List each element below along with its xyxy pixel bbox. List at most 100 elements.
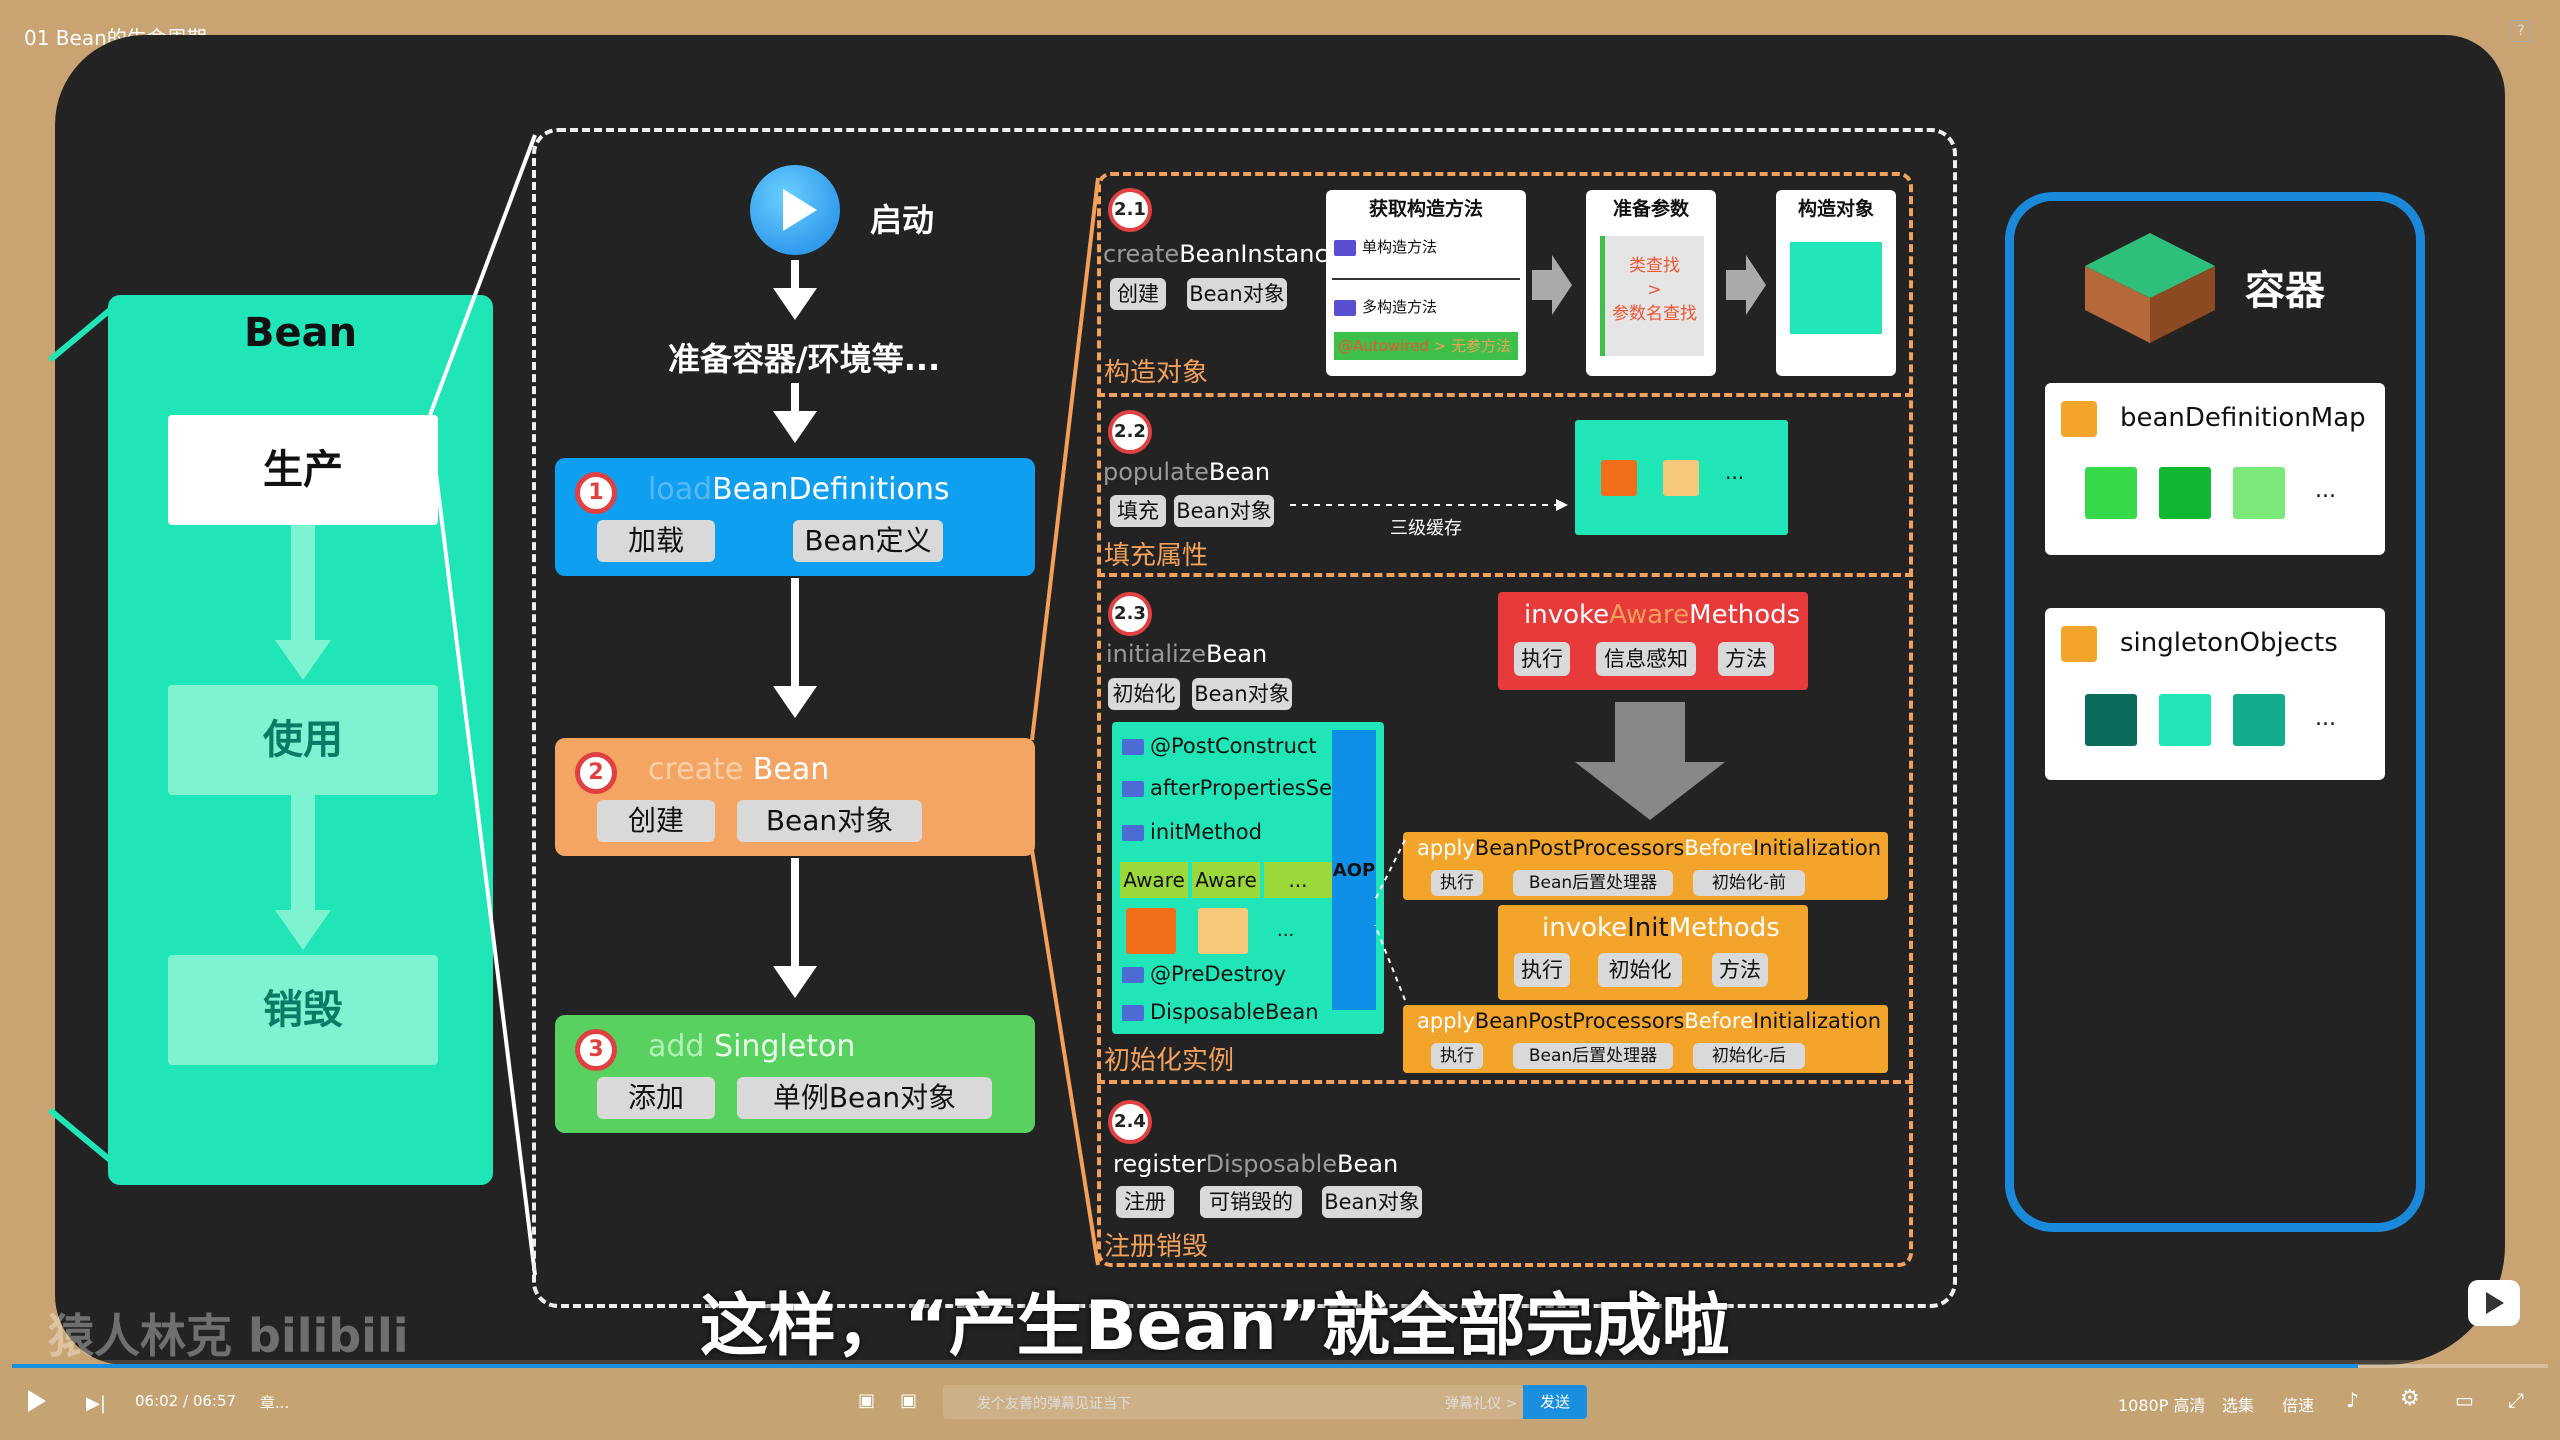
- danmaku-placeholder: 发个友善的弹幕见证当下: [977, 1396, 1131, 1412]
- section-caption: 注册销毁: [1104, 1232, 1209, 1262]
- ellipsis: ...: [2315, 478, 2336, 503]
- map-name: beanDefinitionMap: [2120, 403, 2366, 433]
- create-bean-connector: [1030, 177, 1100, 1266]
- progress-track[interactable]: [12, 1364, 2548, 1368]
- step-main: Singleton: [714, 1029, 856, 1064]
- play-icon[interactable]: [28, 1390, 46, 1412]
- step-add-singleton: 3 add Singleton 添加 单例Bean对象: [555, 1015, 1035, 1133]
- prepare-label: 准备容器/环境等...: [668, 340, 941, 378]
- time-display: 06:02 / 06:57: [135, 1392, 237, 1410]
- stage-use: 使用: [168, 685, 438, 795]
- arrow-shaft: [291, 525, 315, 645]
- danmaku-etiquette[interactable]: 弹幕礼仪 >: [1445, 1396, 1518, 1412]
- danmaku-toggle-icon[interactable]: ▣: [858, 1390, 876, 1411]
- step-chip: 加载: [597, 520, 715, 562]
- quality-button[interactable]: 1080P 高清: [2118, 1396, 2206, 1415]
- down-arrow-icon: [773, 686, 817, 718]
- bean-panel-bracket: [48, 307, 112, 1163]
- fullscreen-icon[interactable]: ⤢: [2508, 1388, 2524, 1412]
- step-load-bean-definitions: 1 loadBeanDefinitions 加载 Bean定义: [555, 458, 1035, 576]
- ellipsis: ...: [1725, 460, 1745, 484]
- constructor-card: 获取构造方法 单构造方法 多构造方法 @Autowired > 无参方法: [1326, 190, 1526, 376]
- folder-icon: [2061, 401, 2097, 437]
- mini-player-icon[interactable]: [2468, 1280, 2520, 1326]
- section-number: 2.4: [1108, 1100, 1152, 1144]
- section-chip: Bean对象: [1192, 678, 1292, 710]
- aware-chip: Aware: [1192, 862, 1260, 898]
- section-chip: 填充: [1110, 495, 1166, 527]
- invoke-aware-methods: invokeAwareMethods 执行 信息感知 方法: [1498, 592, 1808, 690]
- watermark: 猿人林克 bilibili: [48, 1309, 409, 1363]
- volume-icon[interactable]: ♪: [2346, 1388, 2359, 1412]
- player-control-bar: [0, 1360, 2560, 1440]
- object-block: [1790, 242, 1882, 334]
- chip: 信息感知: [1596, 642, 1696, 676]
- step-chip: 单例Bean对象: [737, 1077, 992, 1119]
- card-title: 准备参数: [1612, 198, 1689, 220]
- episodes-button[interactable]: 选集: [2222, 1396, 2255, 1415]
- danmaku-settings-icon[interactable]: ▣: [900, 1390, 918, 1411]
- section-caption: 构造对象: [1104, 358, 1209, 388]
- bean-title: Bean: [243, 310, 358, 356]
- down-arrow-icon: [1575, 702, 1725, 820]
- speed-button[interactable]: 倍速: [2282, 1396, 2315, 1415]
- invoke-init-methods: invokeInitMethods 执行 初始化 方法: [1498, 905, 1808, 1000]
- next-icon[interactable]: ▶|: [86, 1393, 106, 1414]
- param-line: 参数名查找: [1612, 304, 1697, 324]
- step-number: 2: [575, 752, 617, 794]
- card-item: 单构造方法: [1362, 238, 1438, 256]
- step-chip: 创建: [597, 800, 715, 842]
- section-chip: Bean对象: [1174, 495, 1274, 527]
- right-arrow-icon: [1726, 255, 1766, 315]
- step-chip: Bean定义: [793, 520, 943, 562]
- down-arrow-icon: [773, 966, 817, 998]
- box-icon: [2085, 233, 2215, 343]
- singleton-objects-card: singletonObjects ...: [2045, 608, 2385, 780]
- no-arg-label: > 无参方法: [1428, 337, 1511, 355]
- construct-card: 构造对象: [1776, 190, 1896, 376]
- aware-chip: Aware: [1120, 862, 1188, 898]
- help-icon[interactable]: ?: [2510, 20, 2532, 42]
- section-chip: 可销毁的: [1200, 1186, 1302, 1218]
- section-chip: Bean对象: [1322, 1186, 1422, 1218]
- settings-gear-icon[interactable]: ⚙: [2400, 1386, 2420, 1411]
- down-arrow-icon: [773, 411, 817, 443]
- start-label: 启动: [870, 201, 935, 239]
- right-arrow-icon: [1532, 255, 1572, 315]
- down-arrow-icon: [275, 640, 331, 680]
- apply-before-init: applyBeanPostProcessorsBeforeInitializat…: [1403, 832, 1888, 900]
- section-number: 2.1: [1108, 188, 1152, 232]
- section-caption: 填充属性: [1104, 541, 1209, 571]
- code-item: afterPropertiesSet: [1150, 776, 1341, 800]
- send-button[interactable]: 发送: [1523, 1385, 1587, 1419]
- step-main: Bean: [752, 752, 830, 787]
- chip: 执行: [1514, 642, 1570, 676]
- card-item: 多构造方法: [1362, 298, 1438, 316]
- init-methods-box: @PostConstruct afterPropertiesSet initMe…: [1112, 722, 1384, 1034]
- map-name: singletonObjects: [2120, 628, 2338, 658]
- section-chip: 创建: [1110, 278, 1166, 310]
- widescreen-icon[interactable]: ▭: [2455, 1388, 2474, 1412]
- danmaku-input[interactable]: 发个友善的弹幕见证当下 弹幕礼仪 >: [943, 1385, 1523, 1419]
- step-chip: Bean对象: [737, 800, 922, 842]
- step-main: BeanDefinitions: [712, 472, 950, 507]
- section-number: 2.3: [1108, 592, 1152, 636]
- autowired-label: @Autowired: [1338, 337, 1429, 355]
- code-item: initMethod: [1150, 820, 1262, 844]
- ellipsis: ...: [1277, 920, 1295, 941]
- divider: [1097, 573, 1913, 577]
- container-panel: [2005, 192, 2425, 1232]
- chip: 方法: [1718, 642, 1774, 676]
- chapter-button[interactable]: 章...: [260, 1394, 290, 1412]
- aop-bar: AOP: [1332, 730, 1376, 1010]
- zoom-connector: [428, 134, 537, 1276]
- card-title: 构造对象: [1797, 198, 1874, 220]
- arrow-shaft: [291, 795, 315, 915]
- code-item: @PostConstruct: [1150, 734, 1317, 758]
- progress-fill: [12, 1364, 2358, 1368]
- divider: [1097, 1080, 1913, 1084]
- method-main: Bean: [1206, 640, 1268, 668]
- bean-definition-map-card: beanDefinitionMap ...: [2045, 383, 2385, 555]
- code-item: DisposableBean: [1150, 1000, 1319, 1024]
- param-line: 类查找: [1629, 256, 1680, 276]
